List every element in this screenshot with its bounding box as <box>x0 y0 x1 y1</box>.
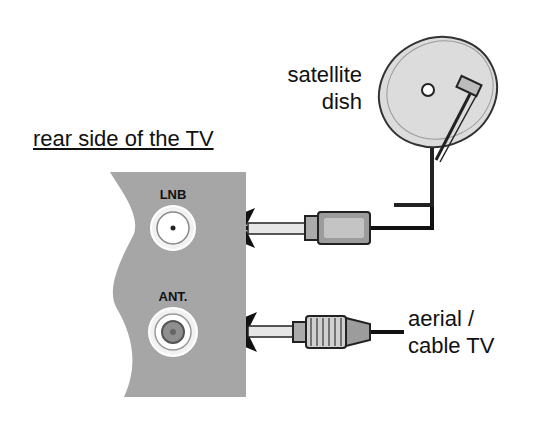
ridge <box>310 318 312 346</box>
plug-sleeve <box>346 318 370 346</box>
lnb-head <box>456 76 481 96</box>
port-label: LNB <box>145 188 201 202</box>
plug-body <box>306 316 346 348</box>
lnb-port: LNB <box>145 188 201 254</box>
f-connector <box>149 204 197 252</box>
dish-center <box>422 84 434 96</box>
port-label: ANT. <box>143 290 203 304</box>
picture-label: satellite dish <box>262 62 362 116</box>
aerial-plug <box>248 316 370 348</box>
dish-rim <box>371 24 509 157</box>
ridge <box>340 318 342 346</box>
panel-shape <box>110 172 246 397</box>
arrow-shaft <box>248 326 296 337</box>
dish-reflector <box>361 18 515 167</box>
plug-body <box>318 212 370 244</box>
ridge <box>334 318 336 346</box>
antenna-port: ANT. <box>143 290 203 360</box>
plug-ridges <box>311 318 341 346</box>
satellite-dish: satellite dish <box>262 40 518 205</box>
lnb-plug <box>248 212 370 244</box>
dish-foot <box>394 203 434 207</box>
plug-nut <box>305 216 319 240</box>
aerial-cable: aerial / cable TV <box>408 306 528 366</box>
feed-arm <box>436 94 470 160</box>
ridge <box>316 318 318 346</box>
plug-tip <box>293 322 307 342</box>
arrow-shaft <box>248 223 308 234</box>
tv-rear-panel: LNB ANT. rear side of the TV <box>30 126 254 398</box>
ridge <box>328 318 330 346</box>
iec-connector <box>147 306 199 358</box>
heading: rear side of the TV <box>33 126 214 153</box>
ridge <box>322 318 324 346</box>
feed-arm <box>440 96 476 162</box>
dish-mast <box>430 140 434 206</box>
picture-label: aerial / cable TV <box>408 306 524 360</box>
satellite-dish-picture <box>361 18 515 206</box>
plug-highlight <box>324 218 364 238</box>
